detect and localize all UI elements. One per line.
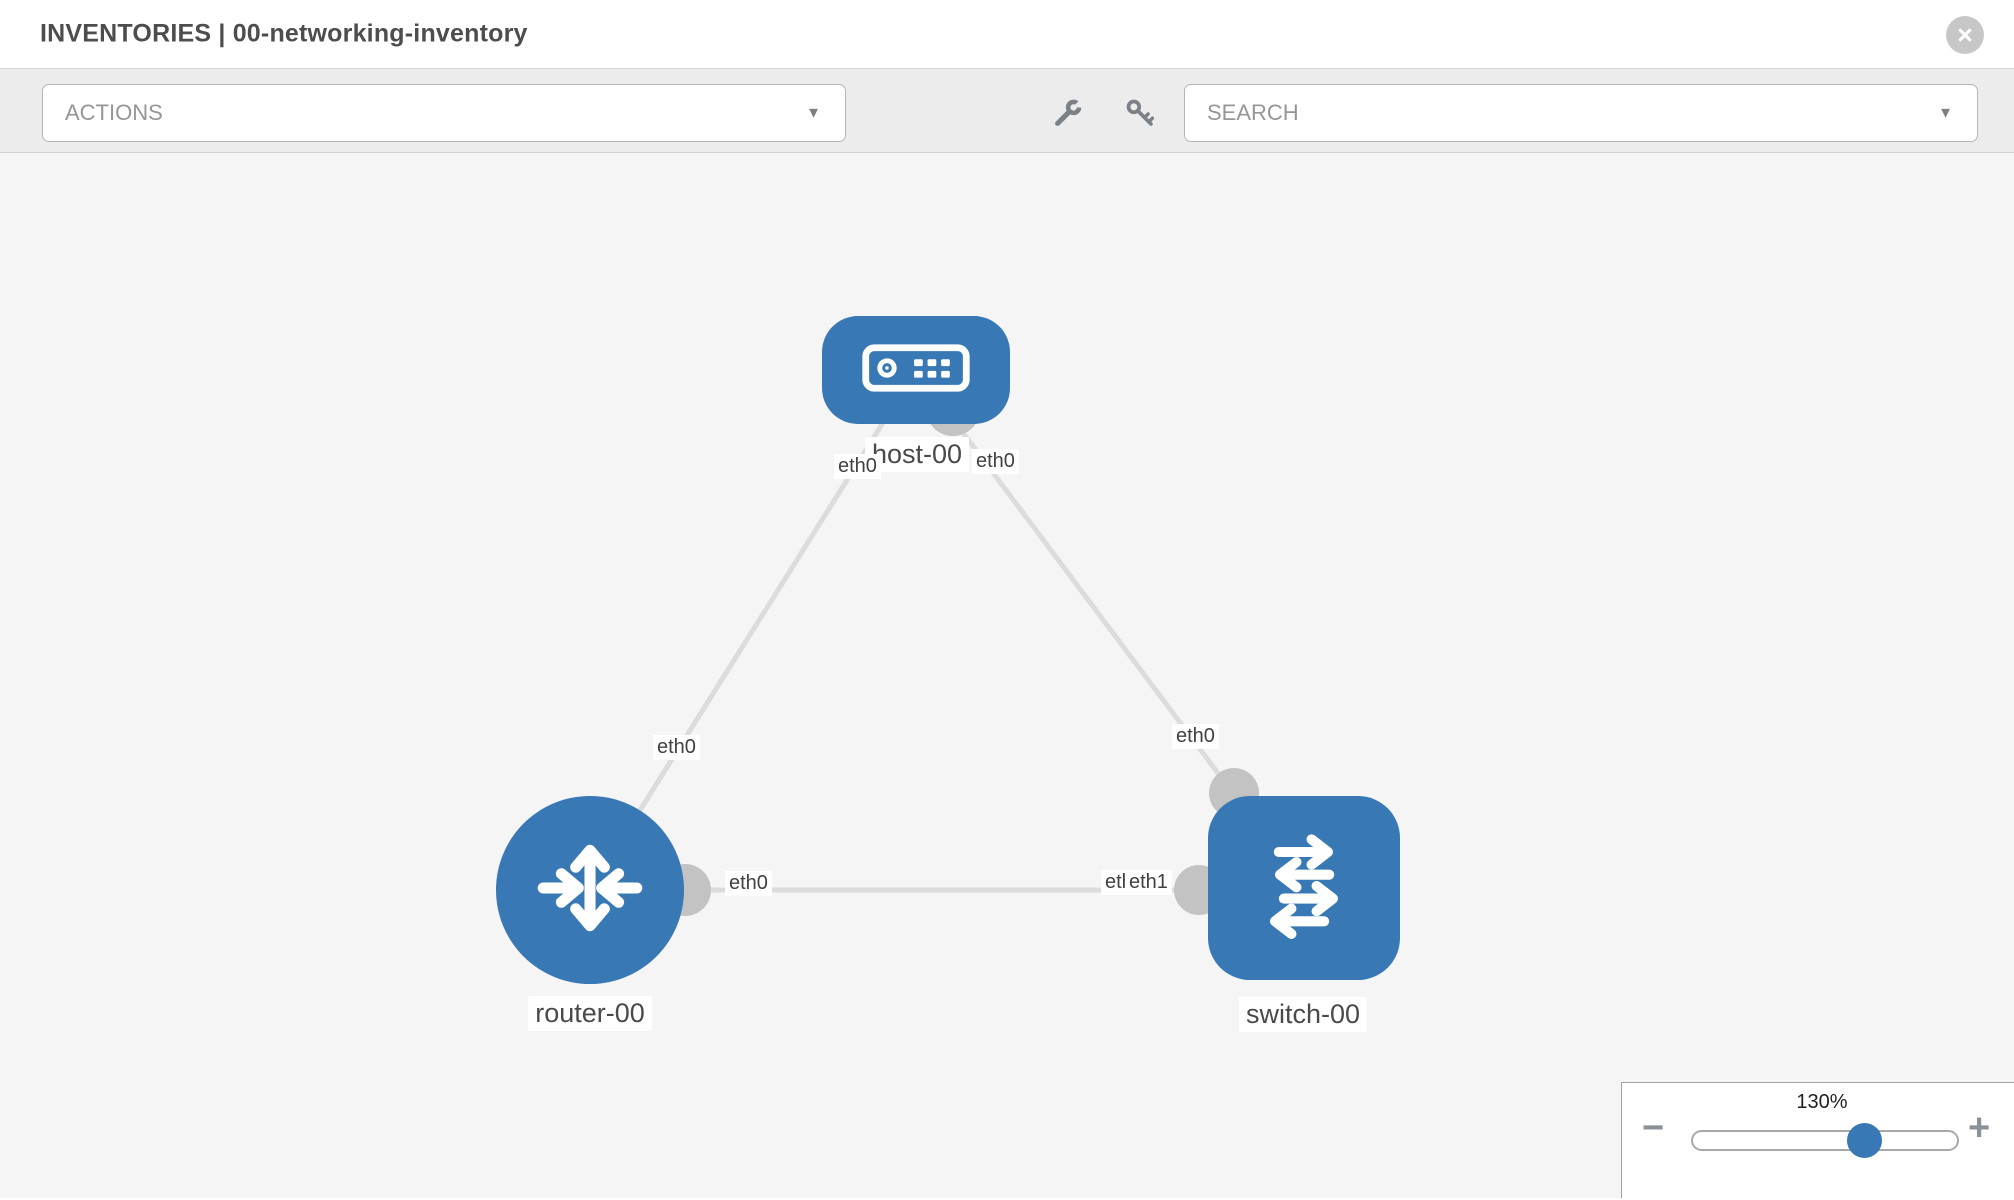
iface-label-router-to-host: eth0 xyxy=(653,735,700,760)
chevron-down-icon: ▼ xyxy=(806,104,821,122)
actions-dropdown-label: ACTIONS xyxy=(65,100,163,125)
toolbar: ACTIONS ▼ SEARCH ▼ xyxy=(0,69,2014,153)
search-dropdown[interactable]: SEARCH ▼ xyxy=(1184,84,1978,142)
links-layer xyxy=(587,368,1307,916)
wrench-icon[interactable] xyxy=(1052,96,1084,129)
iface-label-host-to-router: eth0 xyxy=(834,454,881,479)
zoom-in-button[interactable]: + xyxy=(1968,1107,1991,1149)
node-router-00[interactable] xyxy=(496,796,684,984)
switch-icon-node[interactable] xyxy=(1208,796,1400,980)
search-dropdown-label: SEARCH xyxy=(1207,100,1299,125)
zoom-slider-thumb[interactable] xyxy=(1847,1123,1882,1158)
iface-label-router-to-switch: eth0 xyxy=(725,871,772,896)
zoom-out-button[interactable]: − xyxy=(1642,1107,1665,1149)
node-label-host: host-00 xyxy=(864,437,970,472)
host-icon xyxy=(858,337,974,404)
close-icon[interactable]: × xyxy=(1946,16,1984,54)
iface-label-switch-to-host: eth0 xyxy=(1172,724,1219,749)
router-icon xyxy=(525,823,655,958)
zoom-control-panel: 130% − + xyxy=(1621,1082,2014,1198)
close-glyph: × xyxy=(1957,19,1973,50)
zoom-slider-track[interactable] xyxy=(1691,1130,1959,1151)
zoom-level-value: 130% xyxy=(1796,1091,1848,1113)
iface-label-host-to-switch: eth0 xyxy=(972,449,1019,474)
node-label-switch: switch-00 xyxy=(1238,997,1368,1032)
switch-icon xyxy=(1241,823,1367,954)
topology-canvas[interactable]: host-00 router-00 switch-00 eth0 eth0 et… xyxy=(0,153,2014,1198)
panel-header: INVENTORIES | 00-networking-inventory × xyxy=(0,0,2014,69)
chevron-down-icon: ▼ xyxy=(1938,104,1953,122)
page-title: INVENTORIES | 00-networking-inventory xyxy=(40,19,528,48)
actions-dropdown[interactable]: ACTIONS ▼ xyxy=(42,84,846,142)
node-host-00[interactable] xyxy=(822,316,1010,424)
key-icon[interactable] xyxy=(1124,97,1156,129)
iface-label-switch-eth1-over: eth1 xyxy=(1125,870,1172,895)
node-label-router: router-00 xyxy=(528,996,652,1031)
